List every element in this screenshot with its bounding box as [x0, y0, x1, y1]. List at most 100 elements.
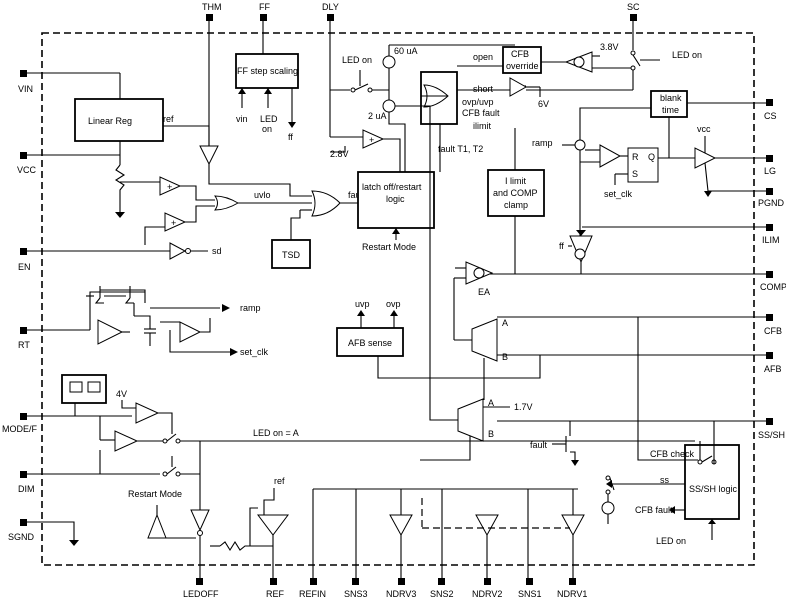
svg-text:6V: 6V: [538, 99, 549, 109]
svg-text:SNS1: SNS1: [518, 589, 542, 599]
svg-text:uvp: uvp: [355, 299, 370, 309]
pin-ndrv3: NDRV3: [386, 578, 416, 599]
ss-sh-logic-block: SS/SH logic CFB check ss CFB fault LED o…: [601, 317, 740, 546]
svg-text:4V: 4V: [116, 389, 127, 399]
linear-reg-block: Linear Reg ref: [74, 98, 210, 218]
fault-transistor: fault: [530, 421, 579, 466]
ledoff-circuit: Restart Mode: [128, 489, 210, 578]
svg-text:DLY: DLY: [322, 2, 339, 12]
pin-sssh: SS/SH: [497, 418, 785, 440]
svg-text:NDRV2: NDRV2: [472, 589, 502, 599]
pwm-comparator: ramp: [532, 138, 628, 230]
svg-text:CFB: CFB: [764, 326, 782, 336]
svg-text:B: B: [488, 429, 494, 439]
en-inverter: sd: [169, 242, 222, 260]
pin-cfb: CFB: [497, 314, 782, 336]
pin-lg: LG: [715, 155, 776, 176]
svg-text:COMP: COMP: [760, 282, 786, 292]
svg-text:S: S: [632, 169, 638, 179]
pin-en: EN: [18, 248, 170, 272]
svg-text:A: A: [502, 318, 508, 328]
svg-text:VIN: VIN: [18, 84, 33, 94]
misc-wires: [420, 230, 581, 461]
pin-ff: FF: [259, 2, 270, 54]
svg-text:LG: LG: [764, 166, 776, 176]
svg-text:ref: ref: [274, 476, 285, 486]
svg-text:PGND: PGND: [758, 198, 785, 208]
svg-text:+: +: [369, 135, 374, 145]
pin-dly: DLY: [322, 2, 339, 137]
svg-text:SS/SH logic: SS/SH logic: [689, 484, 738, 494]
svg-text:ramp: ramp: [240, 303, 261, 313]
svg-text:MODE/F: MODE/F: [2, 424, 38, 434]
blank-time-block: blank time: [579, 90, 766, 159]
svg-text:blank: blank: [660, 93, 682, 103]
svg-text:ovp: ovp: [386, 299, 401, 309]
dly-circuit: LED on 60 uA 2 uA + 2.8V: [330, 44, 515, 172]
svg-text:latch off/restart: latch off/restart: [362, 182, 422, 192]
gate-driver: vcc: [694, 124, 717, 197]
svg-text:SNS3: SNS3: [344, 589, 368, 599]
svg-text:short: short: [473, 84, 494, 94]
mode-dim-circuit: 4V LED on = A: [61, 374, 695, 510]
pin-thm: THM: [202, 2, 222, 146]
pin-sc: SC: [627, 2, 640, 50]
pin-afb: AFB: [497, 352, 782, 374]
protection-logic: open short ovp/uvp CFB fault ilimit faul…: [420, 52, 549, 172]
svg-text:FF: FF: [259, 2, 270, 12]
svg-text:REFIN: REFIN: [299, 589, 326, 599]
svg-text:clamp: clamp: [504, 200, 528, 210]
svg-text:60 uA: 60 uA: [394, 46, 418, 56]
pin-sns2: SNS2: [430, 578, 454, 599]
pin-pgnd: PGND: [708, 188, 785, 208]
sc-switch: LED on: [526, 50, 702, 91]
svg-text:ss: ss: [660, 475, 670, 485]
svg-text:set_clk: set_clk: [604, 189, 633, 199]
ref-buffer: ref: [210, 476, 289, 578]
pin-ilim: ILIM: [582, 224, 780, 245]
pin-mode: MODE/F: [2, 413, 132, 434]
svg-text:VCC: VCC: [17, 165, 37, 175]
pin-vcc: VCC: [17, 152, 120, 175]
pin-ref: REF: [266, 578, 285, 599]
svg-text:1.7V: 1.7V: [514, 402, 533, 412]
svg-text:FF step scaling: FF step scaling: [237, 66, 298, 76]
ff-step-scaling-block: FF step scaling vin LED on ff: [235, 53, 299, 142]
error-amplifier: EA: [453, 261, 494, 340]
svg-text:CFB fault: CFB fault: [635, 505, 673, 515]
svg-text:set_clk: set_clk: [240, 347, 269, 357]
pin-sns1: SNS1: [518, 578, 542, 599]
svg-text:open: open: [473, 52, 493, 62]
svg-text:SC: SC: [627, 2, 640, 12]
svg-text:fault T1, T2: fault T1, T2: [438, 144, 483, 154]
svg-text:and COMP: and COMP: [493, 188, 538, 198]
svg-text:CFB fault: CFB fault: [462, 108, 500, 118]
svg-text:DIM: DIM: [18, 484, 35, 494]
svg-text:override: override: [506, 61, 539, 71]
svg-text:vin: vin: [236, 114, 248, 124]
svg-text:LED on = A: LED on = A: [253, 428, 299, 438]
pin-sns3: SNS3: [344, 578, 368, 599]
svg-text:ilimit: ilimit: [473, 121, 491, 131]
svg-text:+: +: [171, 218, 176, 228]
pin-vin: VIN: [18, 70, 121, 99]
svg-text:SS/SH: SS/SH: [758, 430, 785, 440]
svg-text:ff: ff: [559, 241, 564, 251]
svg-text:LED on: LED on: [656, 536, 686, 546]
svg-text:SGND: SGND: [8, 532, 35, 542]
pin-refin: REFIN: [299, 578, 326, 599]
sr-latch: R Q S set_clk: [604, 147, 695, 199]
ilim-comparator: ff: [559, 230, 593, 274]
svg-text:EN: EN: [18, 262, 31, 272]
svg-text:AFB: AFB: [764, 364, 782, 374]
svg-text:B: B: [502, 352, 508, 362]
svg-text:CS: CS: [764, 111, 777, 121]
svg-text:fault: fault: [530, 440, 548, 450]
svg-text:LEDOFF: LEDOFF: [183, 589, 219, 599]
svg-text:time: time: [662, 105, 679, 115]
svg-text:LED on: LED on: [672, 50, 702, 60]
pin-rt: RT: [18, 327, 90, 350]
svg-text:Restart Mode: Restart Mode: [128, 489, 182, 499]
